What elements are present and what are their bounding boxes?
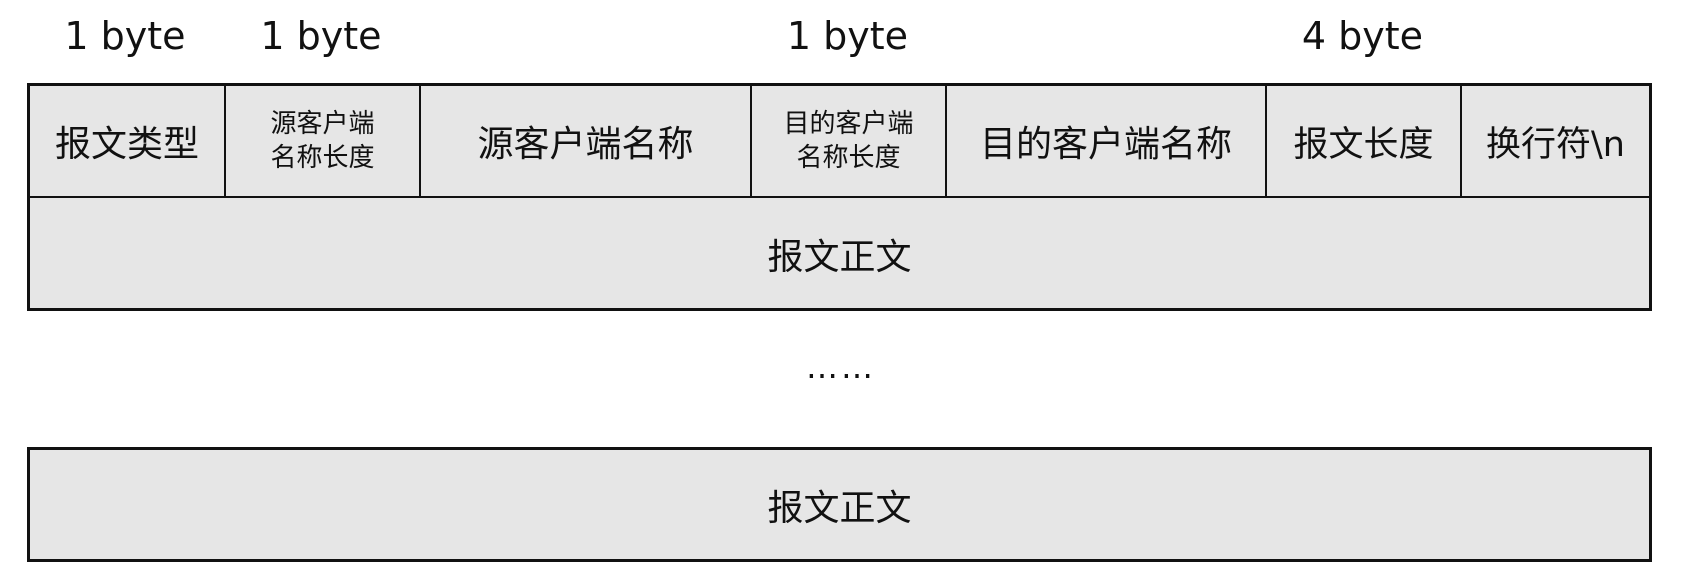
continuation-ellipsis: …… [806,348,876,386]
field-src-name-length: 源客户端 名称长度 [226,86,421,196]
message-frame: 报文类型 源客户端 名称长度 源客户端名称 目的客户端 名称长度 目的客户端名称… [27,83,1652,311]
field-msg-length: 报文长度 [1267,86,1462,196]
message-body-continued: 报文正文 [27,447,1652,562]
message-body-continued-label: 报文正文 [767,487,912,529]
field-src-name-length-line2: 名称长度 [270,143,375,173]
field-dst-name: 目的客户端名称 [947,86,1267,196]
field-dst-name-length: 目的客户端 名称长度 [752,86,947,196]
size-label-msg-length: 4 byte [1301,14,1424,58]
field-src-name-length-line1: 源客户端 [270,109,375,139]
field-msg-type: 报文类型 [30,86,226,196]
size-label-msg-type: 1 byte [64,14,186,58]
field-src-name: 源客户端名称 [421,86,752,196]
size-label-dst-name-length: 1 byte [786,14,909,58]
message-body: 报文正文 [767,237,912,278]
field-newline: 换行符\n [1486,124,1625,165]
field-dst-name-length-line2: 名称长度 [796,143,901,173]
field-dst-name-length-line1: 目的客户端 [783,109,914,139]
header-row: 报文类型 源客户端 名称长度 源客户端名称 目的客户端 名称长度 目的客户端名称… [30,86,1649,198]
size-label-src-name-length: 1 byte [260,14,382,58]
